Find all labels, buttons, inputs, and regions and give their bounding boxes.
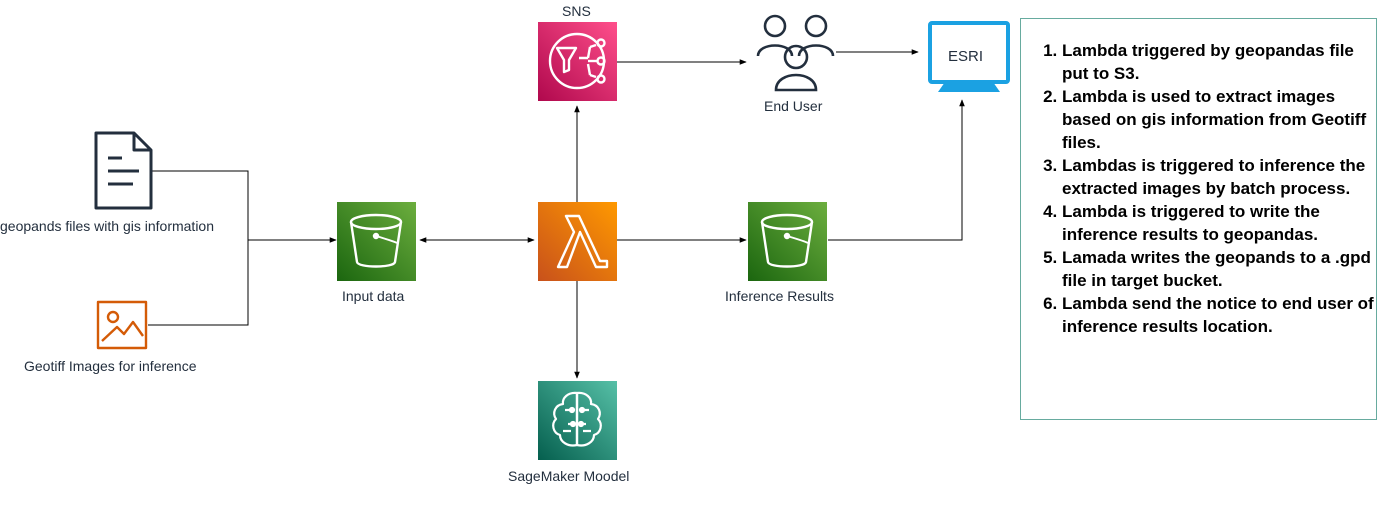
step-item: Lambda is triggered to write the inferen… — [1062, 200, 1376, 246]
edge-geotiff-to-input — [148, 240, 249, 326]
edge-inference-to-esri — [828, 99, 965, 241]
end-user-label: End User — [764, 98, 823, 114]
step-item: Lambdas is triggered to inference the ex… — [1062, 154, 1376, 200]
bucket-icon — [760, 213, 814, 268]
document-icon — [94, 131, 153, 210]
step-item: Lambda is used to extract images based o… — [1062, 85, 1376, 154]
esri-label: ESRI — [948, 48, 984, 65]
users-icon — [756, 14, 835, 92]
steps-list: Lambda triggered by geopandas file put t… — [1021, 19, 1376, 338]
sns-label: SNS — [562, 3, 591, 19]
lambda-node[interactable] — [538, 202, 617, 281]
sns-node[interactable] — [538, 22, 617, 101]
step-item: Lamada writes the geopands to a .gpd fil… — [1062, 246, 1376, 292]
geotiff-images-label: Geotiff Images for inference — [24, 358, 197, 374]
image-icon — [96, 300, 148, 350]
step-item: Lambda triggered by geopandas file put t… — [1062, 39, 1376, 85]
lambda-icon — [556, 214, 609, 269]
steps-note-box: Lambda triggered by geopandas file put t… — [1020, 18, 1377, 420]
inference-results-node[interactable] — [748, 202, 827, 281]
bucket-icon — [349, 213, 403, 268]
sns-icon — [548, 32, 606, 90]
monitor-icon — [928, 21, 1010, 92]
brain-icon — [552, 391, 602, 447]
edge-geopandas-to-input — [152, 170, 337, 243]
sagemaker-node[interactable] — [538, 381, 617, 460]
connectors — [148, 49, 965, 379]
input-data-node[interactable] — [337, 202, 416, 281]
esri-node[interactable] — [928, 21, 1010, 92]
inference-results-label: Inference Results — [725, 288, 834, 304]
input-data-label: Input data — [342, 288, 405, 304]
geotiff-image-node[interactable] — [96, 300, 148, 350]
sagemaker-label: SageMaker Moodel — [508, 468, 630, 484]
step-item: Lambda send the notice to end user of in… — [1062, 292, 1376, 338]
geopandas-file-node[interactable] — [94, 131, 153, 210]
end-user-node[interactable] — [756, 14, 835, 92]
geopandas-files-label: geopands files with gis information — [0, 218, 215, 234]
